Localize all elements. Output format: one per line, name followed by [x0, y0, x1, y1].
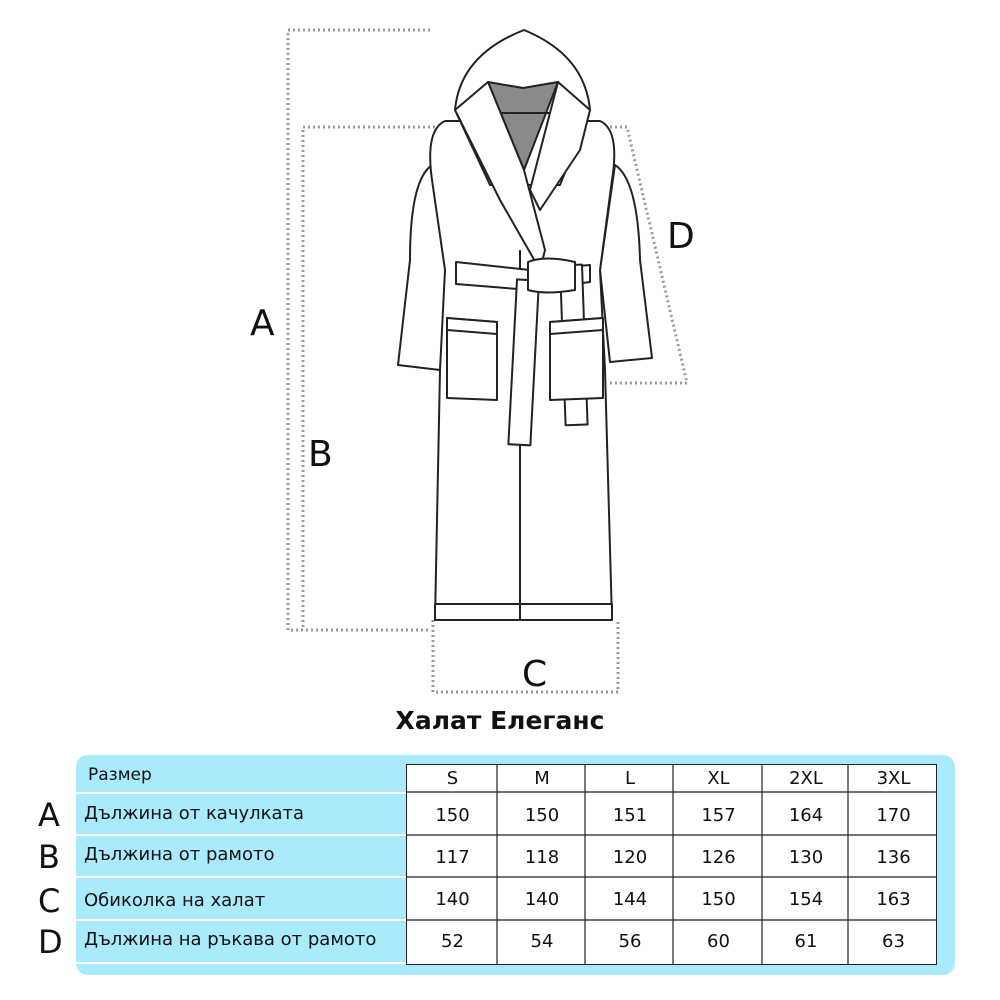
size-column-header: S — [446, 768, 459, 789]
row-label: Дължина от рамото — [84, 844, 275, 865]
row-label: Дължина от качулката — [84, 803, 305, 824]
dimension-line-b — [301, 125, 440, 628]
product-title: Халат Елеганс — [395, 706, 605, 735]
dimension-lines — [286, 28, 689, 694]
row-divider — [76, 792, 406, 794]
table-cell: 54 — [530, 931, 554, 952]
dimension-label-a: A — [250, 303, 275, 344]
row-label: Дължина на ръкава от рамото — [84, 929, 377, 950]
row-divider — [76, 834, 406, 836]
size-column-header: M — [534, 768, 550, 789]
table-cell: 126 — [701, 847, 736, 868]
right-lapel — [529, 81, 591, 211]
bathrobe-diagram — [286, 28, 689, 694]
dimension-line-d — [605, 125, 689, 385]
left-lapel — [454, 81, 546, 271]
hem — [434, 603, 613, 621]
belt-knot — [527, 257, 576, 294]
dimension-label-d: D — [667, 216, 695, 257]
row-letter: D — [38, 923, 63, 961]
table-cell: 150 — [435, 805, 470, 826]
dimension-label-c: C — [522, 654, 548, 695]
row-divider — [76, 876, 406, 878]
table-cell: 117 — [435, 847, 470, 868]
row-label: Обиколка на халат — [84, 890, 266, 911]
table-cell: 136 — [876, 847, 911, 868]
table-cell: 170 — [876, 805, 911, 826]
table-cell: 63 — [882, 931, 905, 952]
table-cell: 144 — [612, 889, 648, 910]
row-divider — [76, 919, 406, 921]
row-letter: A — [38, 796, 60, 834]
table-cell: 56 — [618, 931, 642, 952]
table-cell: 157 — [701, 805, 736, 826]
table-cell: 151 — [612, 805, 648, 826]
grid-lines — [405, 763, 937, 965]
table-cell: 60 — [707, 931, 730, 952]
robe-outline — [397, 29, 653, 621]
table-cell: 164 — [788, 805, 824, 826]
table-cell: 52 — [441, 931, 464, 952]
table-cell: 150 — [524, 805, 560, 826]
table-cell: 61 — [794, 931, 818, 952]
size-column-header: 2XL — [789, 768, 823, 789]
dimension-line-a — [286, 28, 430, 632]
table-cell: 150 — [701, 889, 736, 910]
dimension-label-b: B — [308, 434, 333, 475]
table-cell: 140 — [435, 889, 470, 910]
dimension-line-c — [431, 620, 620, 694]
size-column-header: L — [624, 768, 636, 789]
row-divider — [76, 962, 406, 964]
size-column-header: XL — [707, 768, 730, 789]
row-letter: C — [38, 882, 61, 920]
size-grid: S M L XL 2XL 3XL 150 150 151 157 164 170 117 118 120 12… — [405, 763, 937, 965]
size-column-header: 3XL — [876, 768, 911, 789]
row-letter: B — [38, 838, 60, 876]
table-cell: 120 — [612, 847, 648, 868]
table-cell: 118 — [524, 847, 560, 868]
table-cell: 154 — [788, 889, 824, 910]
size-header-label: Размер — [88, 765, 152, 785]
table-cell: 130 — [788, 847, 824, 868]
table-cell: 140 — [524, 889, 560, 910]
right-sleeve — [599, 164, 653, 363]
table-cell: 163 — [876, 889, 911, 910]
